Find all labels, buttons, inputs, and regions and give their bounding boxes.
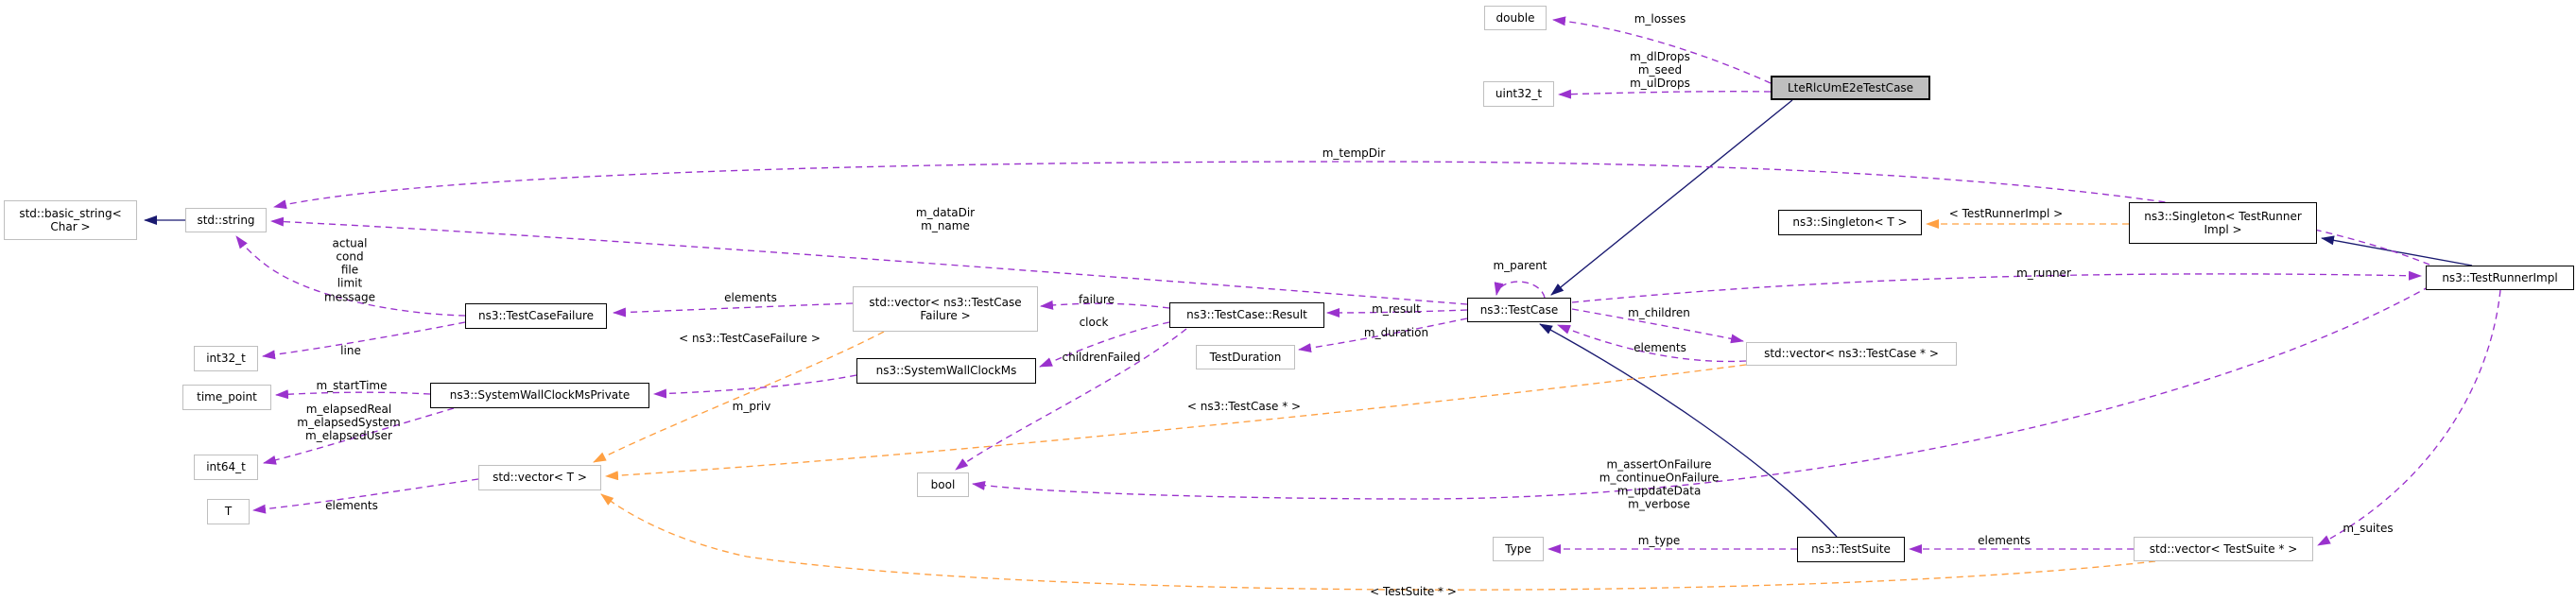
class-box-type: Type — [1493, 537, 1544, 561]
edge-result-failure — [1040, 300, 1170, 310]
edge-tmpl-test-suite-ptr — [600, 493, 2156, 591]
class-box-label-uint32-t: uint32_t — [1495, 87, 1543, 101]
edge-tc-m-duration — [1298, 318, 1468, 353]
class-box-label-time-point: time_point — [197, 390, 257, 404]
class-box-lte-rlc-um-e2e-test-case: LteRlcUmE2eTestCase — [1771, 76, 1930, 100]
class-box-vector-test-suite-ptr: std::vector< TestSuite * > — [2134, 537, 2313, 561]
edge-lte-inherits-test-case — [1550, 99, 1793, 296]
class-box-label-vector-test-case-failure: std::vector< ns3::TestCase Failure > — [869, 295, 1022, 322]
class-box-bool: bool — [917, 472, 969, 497]
class-box-label-vector-test-case-ptr: std::vector< ns3::TestCase * > — [1764, 347, 1939, 361]
class-box-label-test-duration: TestDuration — [1209, 350, 1282, 364]
class-box-vector-test-case-failure: std::vector< ns3::TestCase Failure > — [853, 286, 1038, 332]
class-box-label-int32-t: int32_t — [206, 352, 246, 366]
class-box-label-int64-t: int64_t — [206, 460, 246, 474]
class-box-t: T — [207, 499, 250, 524]
edge-vec-tcf-elements — [613, 302, 854, 318]
class-box-label-t: T — [224, 505, 233, 519]
class-box-system-wall-clock-ms-private[interactable]: ns3::SystemWallClockMsPrivate — [430, 383, 649, 408]
edge-tcf-strings — [235, 235, 466, 317]
edge-m-losses — [1552, 16, 1772, 84]
class-box-singleton-t[interactable]: ns3::Singleton< T > — [1778, 210, 1922, 235]
class-box-label-bool: bool — [930, 477, 956, 491]
edge-vec-tc-elements — [1557, 324, 1747, 363]
class-box-test-case-failure[interactable]: ns3::TestCaseFailure — [465, 303, 607, 329]
edge-m-datadir-name — [270, 216, 1468, 305]
edge-tmpl-test-case-failure — [593, 331, 885, 463]
class-box-time-point: time_point — [182, 385, 271, 410]
edge-result-clock — [1039, 321, 1170, 368]
class-box-label-double: double — [1495, 10, 1535, 25]
edge-m-dldrops-seed-uldrops — [1558, 89, 1772, 99]
class-box-singleton-test-runner-impl[interactable]: ns3::Singleton< TestRunner Impl > — [2129, 202, 2317, 244]
edge-swcm-m-priv — [653, 374, 857, 399]
class-box-label-std-basic-string: std::basic_string< Char > — [19, 206, 122, 233]
class-box-label-vector-test-suite-ptr: std::vector< TestSuite * > — [2149, 541, 2298, 556]
class-box-test-suite[interactable]: ns3::TestSuite — [1797, 537, 1905, 562]
class-box-double: double — [1484, 6, 1547, 30]
edge-runner-bools — [972, 285, 2430, 500]
class-box-label-test-runner-impl: ns3::TestRunnerImpl — [2442, 270, 2558, 284]
class-box-label-test-suite: ns3::TestSuite — [1811, 542, 1891, 557]
class-box-label-singleton-t: ns3::Singleton< T > — [1792, 215, 1908, 230]
class-box-test-case[interactable]: ns3::TestCase — [1467, 298, 1571, 322]
class-box-label-test-case-result: ns3::TestCase::Result — [1186, 308, 1307, 322]
class-box-label-test-case: ns3::TestCase — [1479, 302, 1559, 317]
edge-m-tempdir — [273, 161, 2430, 266]
edge-tcf-line — [262, 321, 466, 360]
class-box-label-lte-rlc-um-e2e-test-case: LteRlcUmE2eTestCase — [1787, 80, 1914, 94]
class-box-vector-t: std::vector< T > — [478, 465, 601, 490]
edge-runner-m-suites — [2317, 289, 2501, 546]
class-box-label-test-case-failure: ns3::TestCaseFailure — [477, 309, 595, 323]
edge-tc-m-runner — [1571, 270, 2422, 303]
class-box-vector-test-case-ptr: std::vector< ns3::TestCase * > — [1746, 342, 1957, 366]
class-box-label-vector-t: std::vector< T > — [493, 471, 587, 485]
edge-tc-m-parent — [1494, 281, 1546, 299]
edge-vec-t-elements — [252, 478, 479, 514]
edge-tmpl-test-case-ptr — [605, 364, 1747, 481]
class-box-label-std-string: std::string — [197, 213, 255, 227]
class-box-test-duration: TestDuration — [1196, 345, 1295, 369]
edge-runner-inherits-singleton — [2321, 235, 2473, 266]
edge-tc-m-children — [1571, 308, 1744, 344]
class-box-int32-t: int32_t — [194, 346, 258, 371]
class-box-std-string: std::string — [185, 208, 267, 232]
class-box-uint32-t: uint32_t — [1483, 81, 1554, 107]
edge-swcmp-elapsed — [263, 407, 455, 465]
edge-tc-m-result — [1326, 307, 1468, 318]
class-box-test-runner-impl[interactable]: ns3::TestRunnerImpl — [2426, 266, 2574, 290]
class-box-label-singleton-test-runner-impl: ns3::Singleton< TestRunner Impl > — [2144, 209, 2302, 236]
class-box-test-case-result[interactable]: ns3::TestCase::Result — [1169, 302, 1324, 328]
class-box-label-system-wall-clock-ms-private: ns3::SystemWallClockMsPrivate — [449, 388, 631, 403]
class-box-label-type: Type — [1505, 541, 1531, 556]
class-box-label-system-wall-clock-ms: ns3::SystemWallClockMs — [875, 364, 1017, 378]
class-box-system-wall-clock-ms[interactable]: ns3::SystemWallClockMs — [856, 358, 1036, 384]
edge-result-children-failed — [955, 328, 1187, 471]
edge-test-suite-inherits-test-case — [1539, 323, 1838, 538]
class-box-int64-t: int64_t — [194, 455, 258, 480]
edge-swcmp-m-start-time — [275, 389, 431, 400]
class-box-std-basic-string: std::basic_string< Char > — [4, 200, 137, 240]
